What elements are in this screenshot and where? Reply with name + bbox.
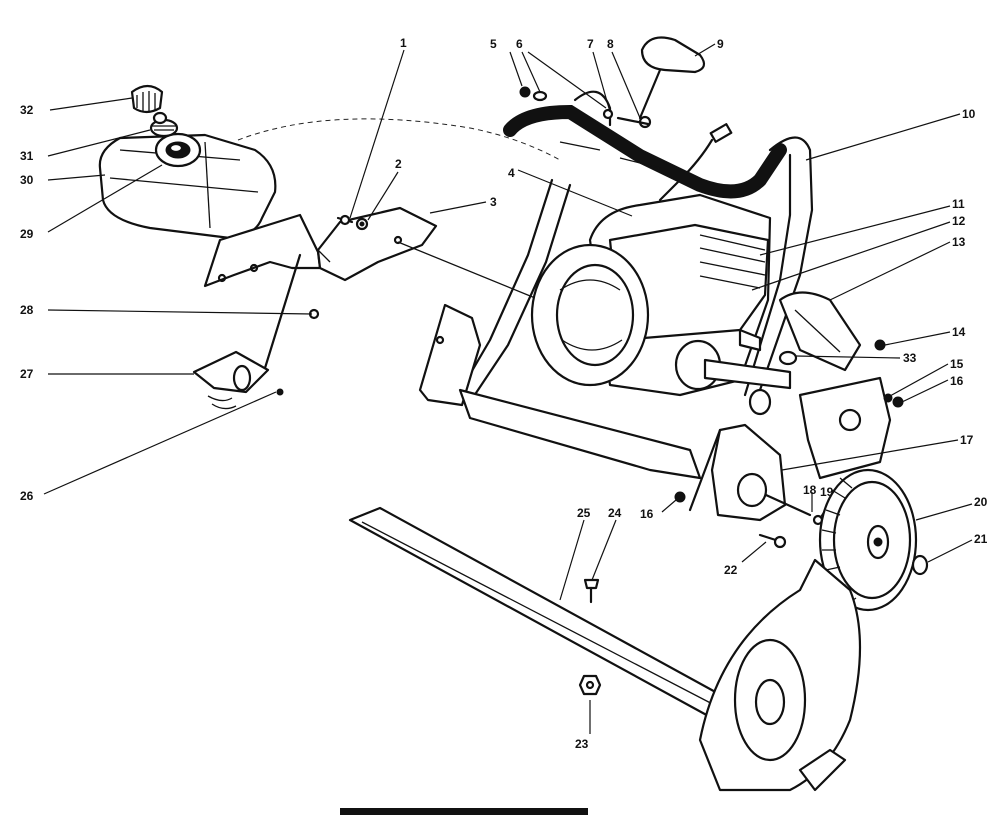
callout-26: 26 bbox=[20, 489, 34, 503]
washer-33 bbox=[778, 350, 798, 366]
callout-28: 28 bbox=[20, 303, 34, 317]
callout-17: 17 bbox=[960, 433, 974, 447]
callout-12: 12 bbox=[952, 214, 966, 228]
wheel-cap bbox=[911, 554, 929, 576]
callout-27: 27 bbox=[20, 367, 34, 381]
ignition-wire bbox=[658, 123, 733, 202]
carriage-bolt bbox=[583, 578, 600, 604]
callout-13: 13 bbox=[952, 235, 966, 249]
callout-labels: 1 2 3 4 5 6 7 8 9 10 11 12 13 14 15 16 1… bbox=[20, 36, 988, 751]
frame-crossbar bbox=[458, 388, 772, 480]
right-side-plate bbox=[798, 376, 892, 480]
callout-20: 20 bbox=[974, 495, 988, 509]
callout-5: 5 bbox=[490, 37, 497, 51]
callout-2: 2 bbox=[395, 157, 402, 171]
fuel-cap bbox=[130, 84, 168, 125]
callout-11: 11 bbox=[952, 197, 965, 211]
callout-8: 8 bbox=[607, 37, 614, 51]
callout-3: 3 bbox=[490, 195, 497, 209]
callout-16-lower: 16 bbox=[640, 507, 654, 521]
left-side-plate bbox=[418, 303, 482, 407]
nut-16-lower bbox=[674, 491, 686, 503]
locknut bbox=[578, 674, 602, 696]
callout-21: 21 bbox=[974, 532, 988, 546]
callout-16-right: 16 bbox=[950, 374, 964, 388]
callout-25: 25 bbox=[577, 506, 591, 520]
caption-bar bbox=[340, 808, 588, 815]
bearing-housing bbox=[688, 423, 812, 522]
fuel-line bbox=[237, 118, 561, 161]
callout-14: 14 bbox=[952, 325, 966, 339]
fuel-line-lower bbox=[397, 241, 541, 301]
bolt-22-head bbox=[773, 535, 787, 549]
mounting-plate bbox=[316, 206, 438, 282]
callout-30: 30 bbox=[20, 173, 34, 187]
starter-rope-handle bbox=[638, 36, 706, 120]
callout-18: 18 bbox=[803, 483, 817, 497]
callout-4: 4 bbox=[508, 166, 515, 180]
callout-15: 15 bbox=[950, 357, 964, 371]
callout-9: 9 bbox=[717, 37, 724, 51]
callout-1: 1 bbox=[400, 36, 407, 50]
callout-10: 10 bbox=[962, 107, 976, 121]
callout-29: 29 bbox=[20, 227, 34, 241]
auger-housing-side bbox=[698, 558, 862, 792]
callout-6: 6 bbox=[516, 37, 523, 51]
bolt-and-washer bbox=[336, 214, 369, 231]
fuel-filler-neck bbox=[154, 132, 202, 168]
engine bbox=[530, 193, 792, 397]
callout-24: 24 bbox=[608, 506, 622, 520]
throttle-rod bbox=[263, 253, 320, 370]
fuel-strainer bbox=[149, 118, 179, 138]
callout-7: 7 bbox=[587, 37, 594, 51]
leader-lines bbox=[43, 43, 973, 734]
callout-19: 19 bbox=[820, 485, 834, 499]
callout-22: 22 bbox=[724, 563, 738, 577]
wheel bbox=[818, 468, 918, 612]
scraper-bar bbox=[348, 506, 732, 720]
nut-16 bbox=[892, 396, 904, 408]
rope-guide bbox=[616, 115, 652, 129]
callout-33: 33 bbox=[903, 351, 917, 365]
throttle-bracket bbox=[192, 350, 284, 410]
nut-14 bbox=[874, 339, 886, 351]
upper-handle bbox=[503, 90, 814, 397]
belt-guard bbox=[778, 291, 862, 372]
callout-31: 31 bbox=[20, 149, 34, 163]
callout-23: 23 bbox=[575, 737, 589, 751]
callout-32: 32 bbox=[20, 103, 34, 117]
